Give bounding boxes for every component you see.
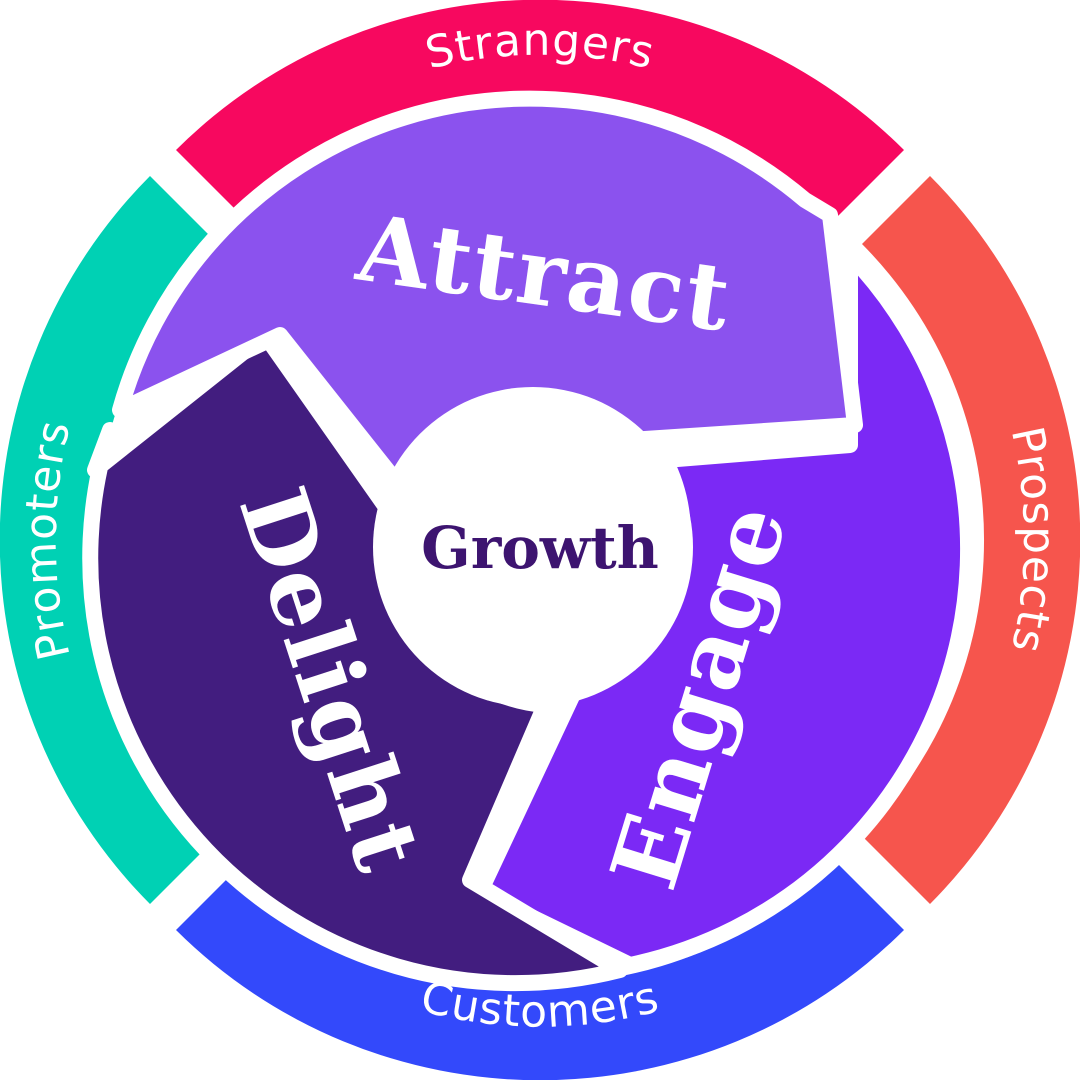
ring-segment-prospects (862, 176, 1080, 904)
center-label-growth: Growth (421, 514, 659, 582)
ring-segment-promoters (0, 176, 218, 904)
ring-segment-customers (176, 862, 904, 1080)
center-disc (373, 387, 693, 707)
ring-segment-strangers (176, 0, 904, 218)
